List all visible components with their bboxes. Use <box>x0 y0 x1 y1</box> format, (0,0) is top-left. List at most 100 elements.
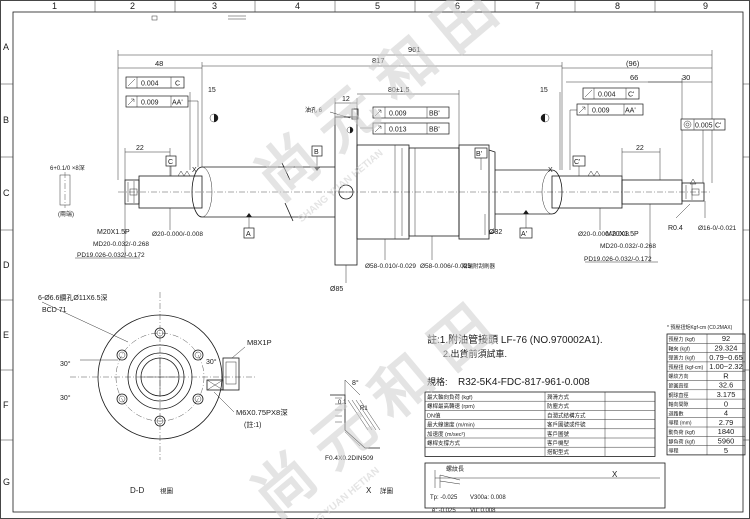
datum-markers: A B C X B' C' X A' <box>165 145 697 239</box>
datum-B-prime: B' <box>476 151 482 158</box>
spec-row-value: 5 <box>724 446 728 455</box>
section-view: 30° 30° 30° 6-Ø6.6鑽孔Ø11X6.5深 BCD 71 M8X1… <box>38 292 288 495</box>
thread-right-1: M20X1.5P <box>606 231 639 238</box>
spec-row-label: 預壓力 (kgf) <box>669 336 696 343</box>
col-4: 4 <box>295 1 300 11</box>
tol-3-value: 0.009 <box>389 111 407 118</box>
thread-labels-right: M20X1.5P MD20-0.032/-0.268 PD19.026-0.03… <box>584 204 658 263</box>
spec-row-value: 3.175 <box>717 390 736 399</box>
tol-3-ref: BB' <box>429 111 440 118</box>
lead-vu: Vu: 0.008 <box>470 508 496 514</box>
spec-row-value: 1.00~2.32 <box>709 362 743 371</box>
proc-row-label: 螺桿支撐方式 <box>427 439 461 447</box>
angle-30a: 30° <box>60 360 71 368</box>
proc-row-field: 客戶機型 <box>547 439 570 447</box>
tol-4-ref: BB' <box>429 127 440 134</box>
tol-2-value: 0.009 <box>141 100 159 107</box>
m6-note: M6X0.75PX8深 <box>236 408 288 417</box>
datum-x-right: X <box>548 167 553 174</box>
proc-row-field: 潤滑方式 <box>547 393 570 401</box>
detail-x-view: 8° R1 0.1 F0.4X0.2DIN509 X 詳圖 <box>325 379 393 495</box>
spec-row-value: 29.324 <box>715 344 738 353</box>
spec-row-label: 軸向間隙 <box>669 401 689 408</box>
angle-30c: 30° <box>206 358 217 366</box>
row-E: E <box>3 330 9 340</box>
col-1: 1 <box>52 1 57 11</box>
lead-e: e: -0.025 <box>432 508 456 514</box>
datum-x-left: X <box>192 167 197 174</box>
tol-6-ref: AA' <box>625 108 636 115</box>
row-C: C <box>3 188 10 198</box>
key-caption: (兩端) <box>58 210 74 218</box>
detail-c: 0.1 <box>338 400 347 406</box>
proc-row-field: 防塵方式 <box>547 402 570 410</box>
spec-row-label: 迴路數 <box>669 410 684 417</box>
spec-row-value: 0.79~0.65 <box>709 353 743 362</box>
row-B: B <box>3 115 9 125</box>
spec-row-value: 92 <box>722 334 730 343</box>
row-D: D <box>3 260 10 270</box>
tolerance-frames: 0.004 C 0.009 AA' 0.009 BB' 0.013 BB' 0.… <box>125 76 726 183</box>
notes-block: 註:1.附油管接頭 LF-76 (NO.970002A1). 2.出貨前須試車.… <box>427 333 603 388</box>
dim-12: 12 <box>342 96 350 103</box>
proc-row-field: 自潤式結構方式 <box>547 411 586 419</box>
thread-labels-left: M20X1.5P MD20-0.032/-0.268 PD19.026-0.03… <box>75 204 149 259</box>
note-1: 註:1.附油管接頭 LF-76 (NO.970002A1). <box>427 333 603 346</box>
watermark-top: 尚 元 和 田 <box>244 0 509 213</box>
spec-row-value: 32.6 <box>719 381 734 390</box>
spec-row-label: 預壓扭 (kgf-cm) <box>669 364 704 371</box>
key-note: 6+0.1/0 ×8深 <box>50 164 85 172</box>
oil-hole-circle <box>338 184 354 200</box>
angle-30b: 30° <box>60 394 71 402</box>
dim-22-right: 22 <box>636 145 644 152</box>
inner-frame <box>12 11 744 513</box>
lead-v300: V300a: 0.008 <box>470 495 506 501</box>
spec-row-label: 導程 <box>669 448 679 455</box>
right-keyway <box>691 188 700 196</box>
model-number: R32-5K4-FDC-817-961-0.008 <box>458 377 590 388</box>
proc-row-label: 最大軸向負荷 (kgf) <box>427 393 473 401</box>
nut-body-right <box>458 144 490 240</box>
detail-note: F0.4X0.2DIN509 <box>325 455 374 462</box>
tol-5-value: 0.004 <box>598 92 616 99</box>
thread-left-2: MD20-0.032/-0.268 <box>93 241 149 248</box>
proc-row-label: 螺桿最高轉速 (rpm) <box>427 402 475 410</box>
note-2: 2.出貨前須試車. <box>443 348 507 359</box>
spec-header: * 預壓扭矩Kgf-cm (C0.2MAX) <box>667 324 733 331</box>
bcd-note: BCD 71 <box>42 307 67 314</box>
right-thread-end <box>681 182 705 202</box>
proc-row-label: 最大線速度 (m/min) <box>427 421 475 429</box>
spec-row-value: 1840 <box>718 427 735 436</box>
datum-C: C <box>168 159 173 166</box>
left-keyway <box>129 188 138 196</box>
dim-48: 48 <box>155 59 163 68</box>
dim-d16: Ø16-0/-0.021 <box>698 225 737 232</box>
lead-tp: Tp: -0.025 <box>430 495 458 501</box>
thread-right-2: MD20-0.032/-0.268 <box>600 243 656 250</box>
holes-note: 6-Ø6.6鑽孔Ø11X6.5深 <box>38 293 108 302</box>
spec-row-label: 導程 (mm) <box>669 420 692 427</box>
row-F: F <box>3 400 9 410</box>
dim-66: 66 <box>630 73 638 82</box>
row-A: A <box>3 42 9 52</box>
datum-A: A <box>246 231 251 238</box>
col-2: 2 <box>130 1 135 11</box>
proc-row-label: 加速度 (m/sec²) <box>427 430 465 438</box>
dim-d32: Ø32 <box>489 229 502 236</box>
dim-96: (96) <box>626 59 640 68</box>
dim-15-left: 15 <box>208 87 216 94</box>
dim-r04: R0.4 <box>668 225 683 232</box>
oil-hole-label: 油孔 6 <box>305 106 323 114</box>
watermark: 尚 元 和 田 SHANG YUAN HETIAN 尚 元 和 田 SHANG … <box>240 0 509 519</box>
dim-d58a: Ø58-0.010/-0.029 <box>365 263 416 270</box>
datum-C-prime: C' <box>574 159 580 166</box>
col-9: 9 <box>703 1 708 11</box>
proc-row-label: DN值 <box>427 411 441 419</box>
dim-22-left: 22 <box>136 145 144 152</box>
break-line <box>281 162 294 222</box>
proc-row-field: 客戶圖號或件號 <box>547 421 586 429</box>
proc-row-field: 搭配型式 <box>547 448 570 456</box>
tol-7-value: 0.005 <box>695 123 713 130</box>
